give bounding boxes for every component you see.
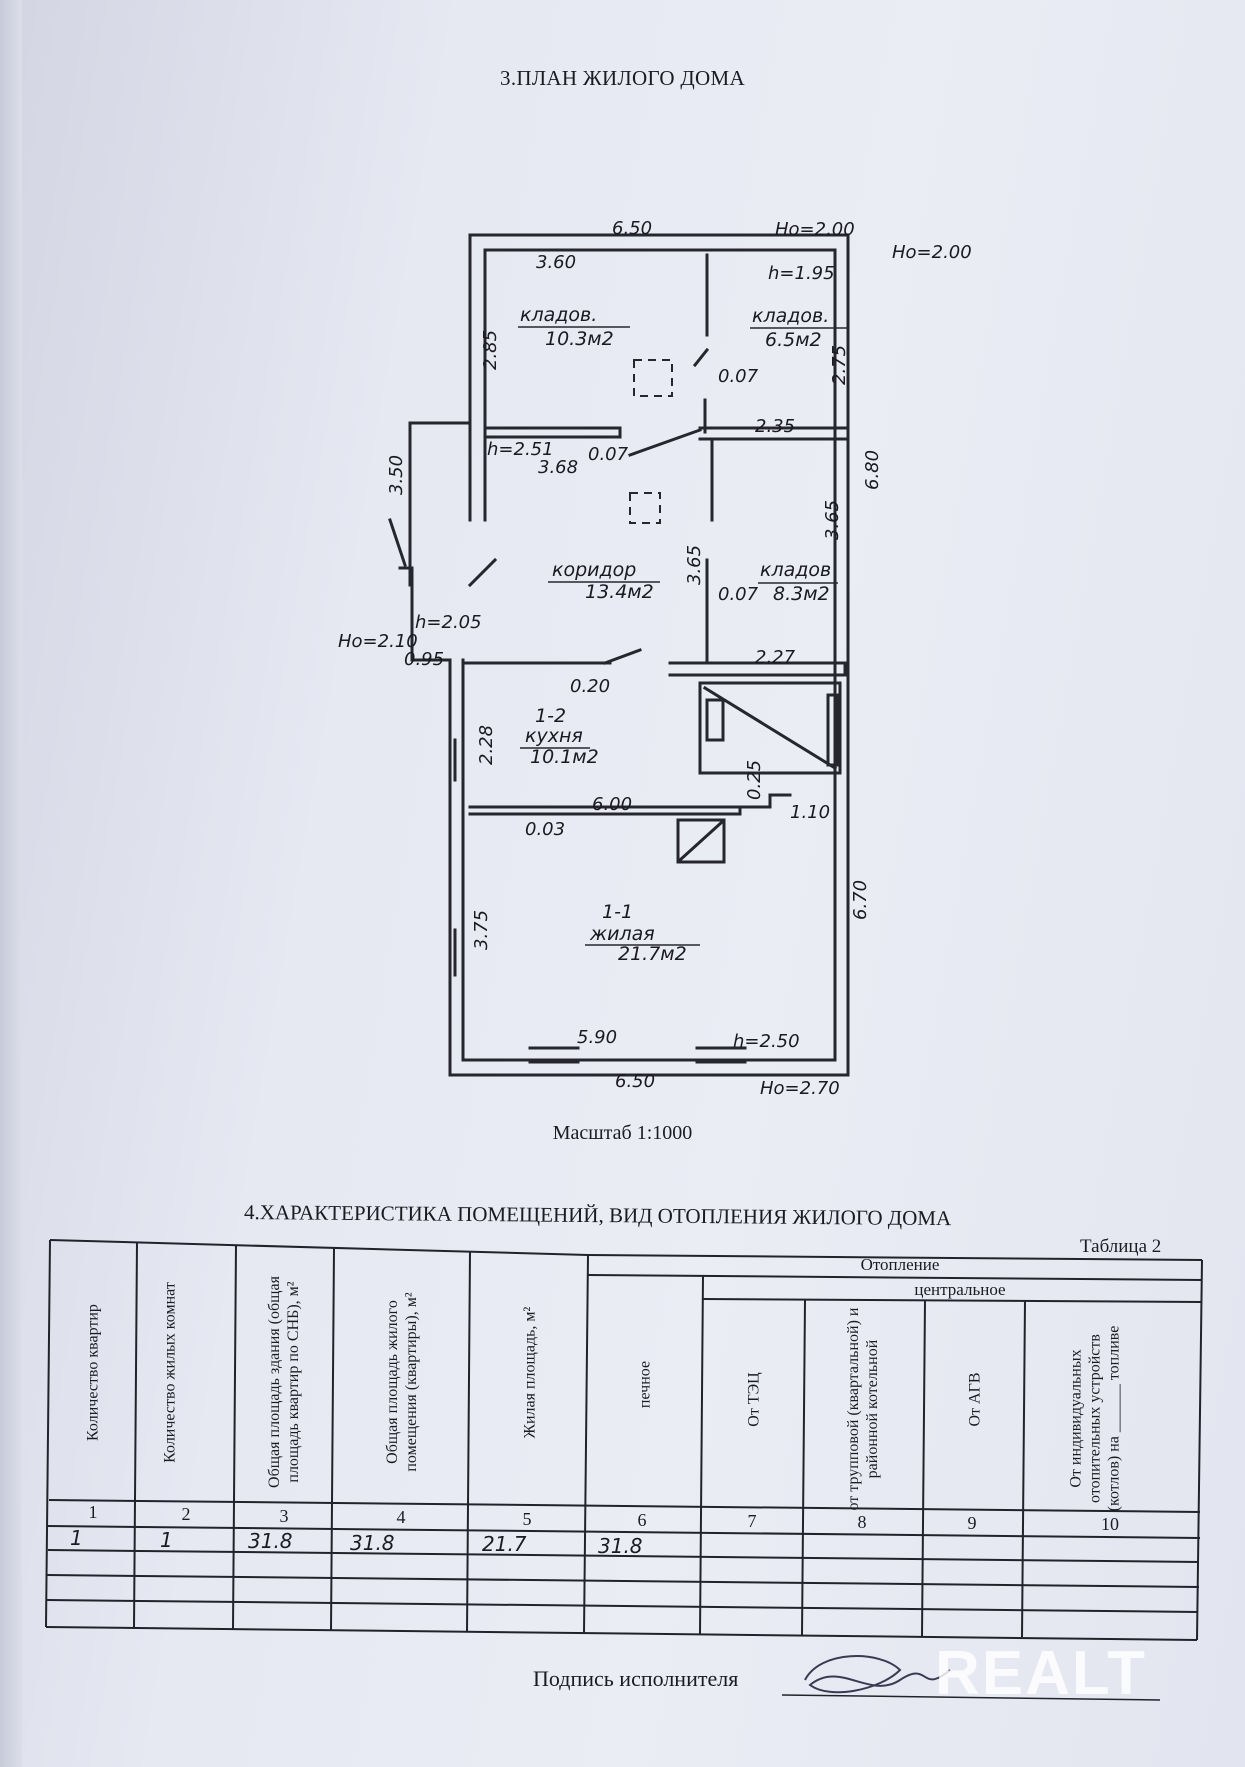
dim-350: 3.50: [386, 455, 407, 495]
col-number: 1: [88, 1502, 98, 1522]
dim-235: 2.35: [755, 416, 795, 437]
col-number: 6: [637, 1510, 647, 1530]
col-number: 9: [967, 1513, 977, 1533]
dim-h205: h=2.05: [415, 612, 482, 633]
col-number: 3: [279, 1506, 289, 1526]
cell-apartments: 1: [70, 1526, 83, 1550]
dim-020: 0.20: [570, 676, 610, 697]
dim-h250: h=2.50: [733, 1031, 800, 1052]
room-storage2-name: кладов.: [752, 305, 829, 327]
dim-375: 3.75: [471, 910, 492, 950]
room-storage3-name: кладов: [760, 559, 831, 581]
col-number: 10: [1101, 1514, 1119, 1534]
group-central: центральное: [914, 1280, 1006, 1299]
dim-h195: h=1.95: [768, 263, 835, 284]
dim-368: 3.68: [538, 457, 578, 478]
room-kitchen-area: 10.1м2: [530, 746, 599, 768]
col-number: 4: [396, 1507, 406, 1527]
table-number: Таблица 2: [1080, 1236, 1162, 1257]
room-living-name: жилая: [589, 923, 655, 945]
room-corridor-area: 13.4м2: [585, 581, 654, 603]
room-corridor-name: коридор: [552, 559, 636, 581]
dim-007a: 0.07: [718, 366, 759, 387]
dim-003: 0.03: [525, 819, 565, 840]
scale-label: Масштаб 1:1000: [552, 1122, 693, 1144]
dim-365a: 3.65: [822, 500, 843, 540]
dim-storage1-side: 2.85: [480, 330, 501, 370]
signature-label: Подпись исполнителя: [533, 1666, 739, 1691]
dim-top: 6.50: [612, 218, 652, 239]
dim-right-lower: 6.70: [850, 880, 871, 920]
dim-storage2-side: 2.75: [829, 345, 850, 385]
col-number: 5: [522, 1509, 532, 1529]
room-storage1-name: кладов.: [520, 304, 597, 326]
dim-365b: 3.65: [684, 545, 705, 585]
cell-stove: 31.8: [598, 1534, 643, 1558]
dim-110: 1.10: [790, 802, 830, 823]
col-number: 2: [181, 1504, 191, 1524]
room-kitchen-name: кухня: [525, 725, 583, 747]
dim-007c: 0.07: [718, 584, 759, 605]
room-storage3-area: 8.3м2: [773, 583, 830, 605]
cell-rooms: 1: [160, 1528, 173, 1552]
dim-228: 2.28: [476, 725, 497, 765]
dim-h251: h=2.51: [487, 439, 554, 460]
col-number: 7: [747, 1511, 757, 1531]
group-heating: Отопление: [860, 1255, 940, 1274]
cell-living-area: 21.7: [482, 1532, 527, 1556]
ho-top: Ho=2.00: [775, 219, 855, 240]
room-living-area: 21.7м2: [618, 943, 687, 965]
cell-total-dwelling-area: 31.8: [350, 1531, 395, 1555]
room-storage1-area: 10.3м2: [545, 328, 614, 350]
plan-title: 3.ПЛАН ЖИЛОГО ДОМА: [500, 66, 745, 90]
dim-025: 0.25: [744, 760, 765, 800]
dim-227: 2.27: [755, 647, 796, 668]
dim-590: 5.90: [577, 1027, 617, 1048]
dim-right-upper: 6.80: [862, 450, 883, 490]
watermark-logo: REALT: [935, 1639, 1148, 1708]
ho-right: Ho=2.00: [892, 242, 972, 263]
room-storage2-area: 6.5м2: [765, 329, 822, 351]
dim-600: 6.00: [592, 794, 632, 815]
cell-total-building-area: 31.8: [248, 1529, 293, 1553]
ho-bottom: Ho=2.70: [760, 1078, 840, 1099]
room-living-code: 1-1: [602, 901, 633, 923]
col-number: 8: [857, 1512, 867, 1532]
dim-007b: 0.07: [588, 444, 629, 465]
paper-edge: [0, 0, 22, 1767]
room-kitchen-code: 1-2: [535, 705, 566, 727]
dim-095: 0.95: [404, 649, 444, 670]
dim-bottom: 6.50: [615, 1071, 655, 1092]
ho-left: Ho=2.10: [338, 631, 418, 652]
dim-storage1-top: 3.60: [536, 252, 576, 273]
